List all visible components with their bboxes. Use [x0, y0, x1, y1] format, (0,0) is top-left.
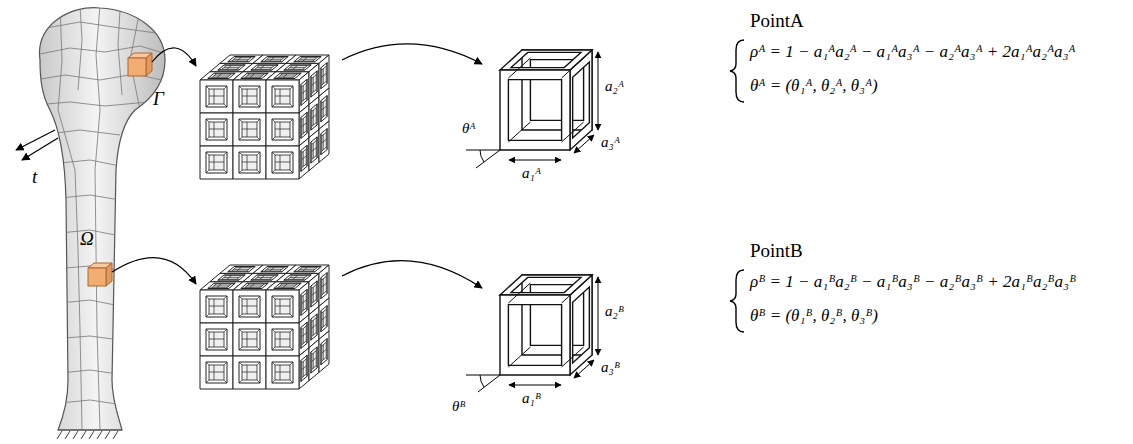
orientation-equation: θᴮ = (θ₁ᴮ, θ₂ᴮ, θ₃ᴮ) — [750, 306, 878, 326]
dimension-label: a₃ᴮ — [601, 359, 620, 376]
boundary-label: Γ — [153, 88, 164, 110]
point-heading: PointB — [750, 240, 803, 262]
orientation-equation: θᴬ = (θ₁ᴬ, θ₂ᴬ, θ₃ᴬ) — [750, 76, 878, 96]
density-equation: ρᴮ = 1 − a₁ᴮa₂ᴮ − a₁ᴮa₃ᴮ − a₂ᴮa₃ᴮ + 2a₁ᴮ… — [750, 272, 1076, 292]
unit-cell — [500, 50, 592, 150]
bone-model — [16, 5, 170, 439]
load-label: t — [32, 166, 37, 188]
unit-cell — [500, 275, 592, 375]
lattice-block — [200, 265, 329, 389]
lattice-block — [200, 55, 329, 179]
point-heading: PointA — [750, 10, 804, 32]
dimension-label: a₁ᴬ — [522, 165, 541, 182]
dimension-label: a₂ᴮ — [605, 303, 624, 320]
dimension-label: a₁ᴮ — [522, 390, 541, 407]
dimension-label: a₃ᴬ — [601, 134, 620, 151]
domain-label: Ω — [80, 228, 94, 250]
dimension-line — [466, 52, 598, 392]
brace — [730, 40, 744, 332]
density-equation: ρᴬ = 1 − a₁ᴬa₂ᴬ − a₁ᴬa₃ᴬ − a₂ᴬa₃ᴬ + 2a₁ᴬ… — [750, 42, 1075, 62]
angle-label: θᴮ — [452, 398, 466, 415]
dimension-label: a₂ᴬ — [605, 78, 624, 95]
angle-label: θᴬ — [462, 120, 476, 137]
zoom-arrow — [112, 44, 482, 288]
